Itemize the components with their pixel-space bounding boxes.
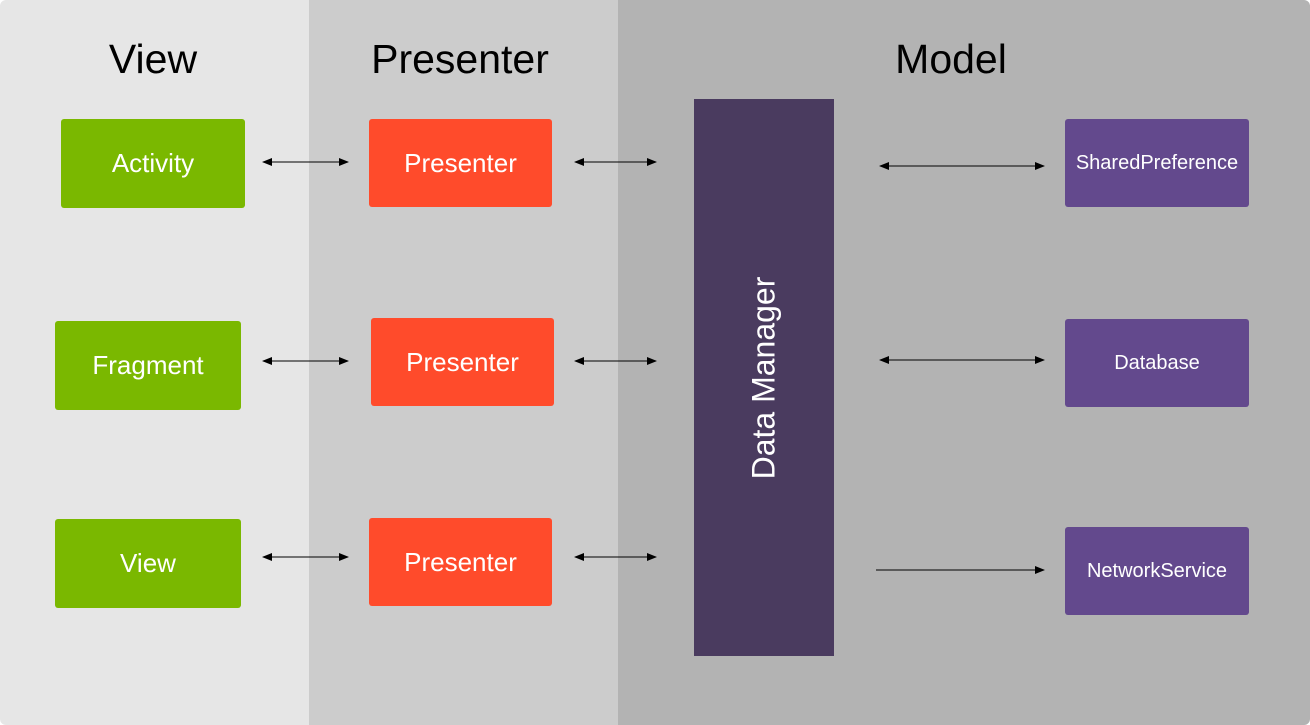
fragment-box: Fragment bbox=[55, 321, 241, 410]
presenter-column-title: Presenter bbox=[371, 36, 549, 82]
data-manager-label: Data Manager bbox=[745, 276, 782, 479]
activity-box: Activity bbox=[61, 119, 245, 208]
shared-preference-box: SharedPreference bbox=[1065, 119, 1249, 207]
presenter-box-2: Presenter bbox=[371, 318, 554, 406]
model-column-title: Model bbox=[895, 36, 1007, 82]
view-column-title: View bbox=[108, 36, 198, 82]
database-box: Database bbox=[1065, 319, 1249, 407]
data-manager-box: Data Manager bbox=[694, 99, 834, 656]
network-service-box: NetworkService bbox=[1065, 527, 1249, 615]
presenter-box-3: Presenter bbox=[369, 518, 552, 606]
presenter-box-1: Presenter bbox=[369, 119, 552, 207]
view-box: View bbox=[55, 519, 241, 608]
